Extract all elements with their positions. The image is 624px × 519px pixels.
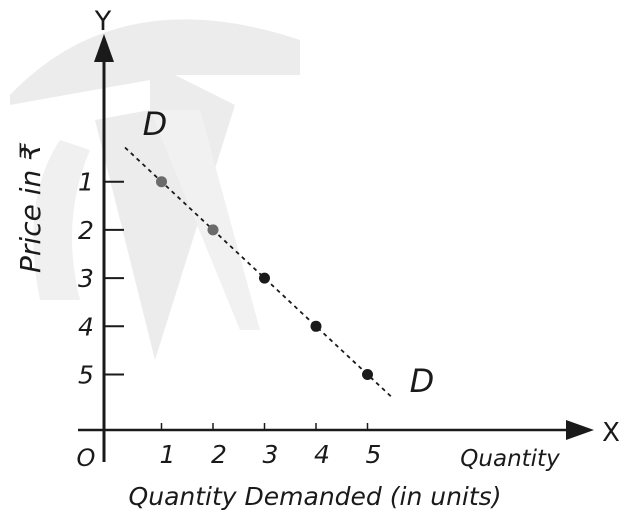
tick-layer: 1 2 3 4 5 1 2 3 4 5 <box>78 168 381 469</box>
y-tick-label: 3 <box>78 264 94 293</box>
origin-label: O <box>77 444 96 472</box>
x-tick-label: 2 <box>211 440 227 469</box>
series-layer <box>124 146 394 400</box>
y-tick-label: 4 <box>78 312 94 341</box>
curve-label-start: D <box>143 105 168 143</box>
x-axis-arrow <box>566 420 594 440</box>
x-tick-label: 1 <box>160 440 176 469</box>
y-axis-letter: Y <box>94 6 112 37</box>
y-tick-label: 2 <box>78 216 94 245</box>
y-axis-title: Price in ₹ <box>14 142 47 273</box>
x-tick-label: 4 <box>314 440 330 469</box>
data-point <box>310 320 322 332</box>
watermark-shape <box>10 19 300 361</box>
data-point <box>156 176 167 188</box>
x-tick-label: 5 <box>366 440 382 469</box>
x-axis-title: Quantity Demanded (in units) <box>129 482 502 511</box>
y-axis-arrow <box>94 34 114 62</box>
y-tick-label: 1 <box>78 168 94 197</box>
demand-curve-line <box>124 146 394 400</box>
x-axis-name: Quantity <box>460 446 560 472</box>
x-axis-letter: X <box>602 418 620 448</box>
watermark-arc <box>33 140 90 300</box>
x-tick-label: 3 <box>263 440 279 469</box>
data-point <box>207 224 219 236</box>
data-point <box>362 369 373 380</box>
watermark-logo <box>10 19 300 361</box>
data-point <box>259 272 270 284</box>
curve-label-end: D <box>410 362 435 400</box>
watermark-v <box>150 110 260 330</box>
y-tick-label: 5 <box>78 361 94 390</box>
